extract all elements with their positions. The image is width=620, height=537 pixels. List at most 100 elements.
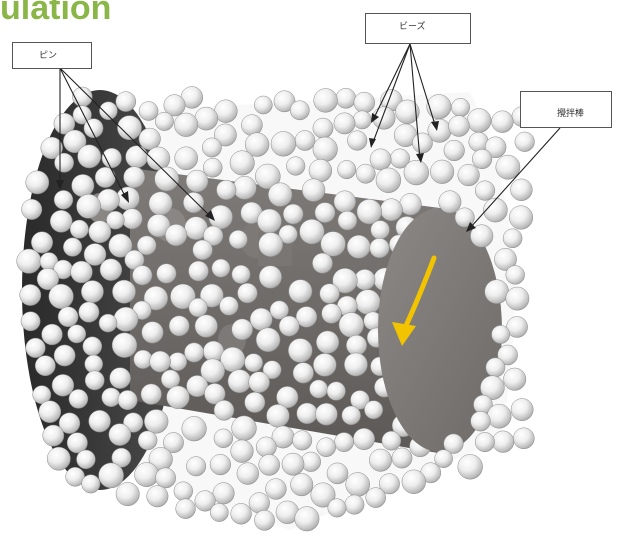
bead — [150, 351, 171, 372]
bead — [122, 209, 142, 229]
bead — [49, 284, 74, 309]
bead — [400, 193, 422, 215]
bead — [99, 102, 117, 120]
bead — [35, 356, 55, 376]
bead — [184, 343, 203, 362]
bead — [321, 232, 346, 257]
bead — [79, 302, 99, 322]
bead — [357, 199, 382, 224]
bead — [356, 164, 375, 183]
bead — [232, 319, 253, 340]
bead — [212, 259, 230, 277]
bead — [77, 194, 101, 218]
bead — [475, 181, 495, 201]
bead — [85, 371, 104, 390]
bead — [259, 266, 282, 289]
bead — [147, 147, 170, 170]
bead — [139, 102, 158, 121]
bead — [295, 131, 315, 151]
bead — [380, 199, 402, 221]
bead — [81, 281, 103, 303]
bead — [289, 280, 312, 303]
bead — [229, 230, 247, 248]
bead — [31, 232, 52, 253]
bead — [471, 411, 491, 431]
bead — [382, 431, 401, 450]
bead — [144, 410, 168, 434]
bead — [347, 235, 370, 258]
bead — [124, 167, 145, 188]
bead — [232, 265, 250, 283]
stir-rod-label: 攪拌棒 — [557, 106, 584, 119]
bead — [50, 210, 72, 232]
bead — [506, 266, 525, 285]
bead — [338, 160, 356, 178]
bead — [266, 479, 287, 500]
bead — [109, 424, 131, 446]
bead — [504, 368, 526, 390]
bead — [300, 219, 325, 244]
bead — [118, 390, 137, 409]
bead — [214, 429, 233, 448]
bead — [155, 112, 173, 130]
bead — [486, 358, 505, 377]
bead — [245, 392, 265, 412]
bead — [369, 449, 391, 471]
bead — [320, 284, 340, 304]
bead — [250, 308, 272, 330]
bead — [138, 431, 157, 450]
bead — [78, 145, 101, 168]
bead — [174, 113, 198, 137]
bead — [506, 287, 529, 310]
bead — [189, 298, 208, 317]
bead — [26, 171, 49, 194]
bead — [392, 448, 412, 468]
bead — [39, 401, 61, 423]
bead — [444, 140, 465, 161]
bead — [110, 368, 131, 389]
bead — [316, 331, 339, 354]
bead — [439, 191, 461, 213]
bead — [22, 199, 42, 219]
pin-label-box: ピン — [12, 42, 92, 69]
bead — [354, 92, 375, 113]
bead — [290, 101, 309, 120]
bead — [139, 128, 161, 150]
bead — [182, 416, 207, 441]
bead — [228, 370, 251, 393]
bead — [112, 333, 137, 358]
bead — [509, 206, 533, 230]
bead — [116, 482, 139, 505]
bead — [116, 92, 136, 112]
bead — [135, 463, 159, 487]
bead — [149, 192, 172, 215]
bead — [315, 403, 337, 425]
bead — [328, 499, 346, 517]
bead — [312, 253, 332, 273]
bead — [271, 131, 296, 156]
bead — [513, 428, 534, 449]
bead — [492, 431, 514, 453]
bead — [55, 153, 74, 172]
bead — [286, 157, 305, 176]
bead — [448, 116, 469, 137]
bead — [17, 249, 41, 273]
bead — [370, 149, 391, 170]
bead — [293, 431, 312, 450]
bead — [82, 475, 100, 493]
bead — [259, 454, 280, 475]
bead — [254, 96, 272, 114]
bead — [231, 440, 254, 463]
bead — [42, 324, 63, 345]
bead — [475, 432, 494, 451]
bead — [156, 468, 176, 488]
bead — [256, 437, 276, 457]
bead — [353, 428, 374, 449]
bead — [322, 304, 342, 324]
bead — [376, 168, 401, 193]
bead — [364, 401, 382, 419]
bead — [83, 337, 102, 356]
bead — [345, 495, 364, 514]
bead — [313, 353, 336, 376]
bead — [254, 510, 274, 530]
